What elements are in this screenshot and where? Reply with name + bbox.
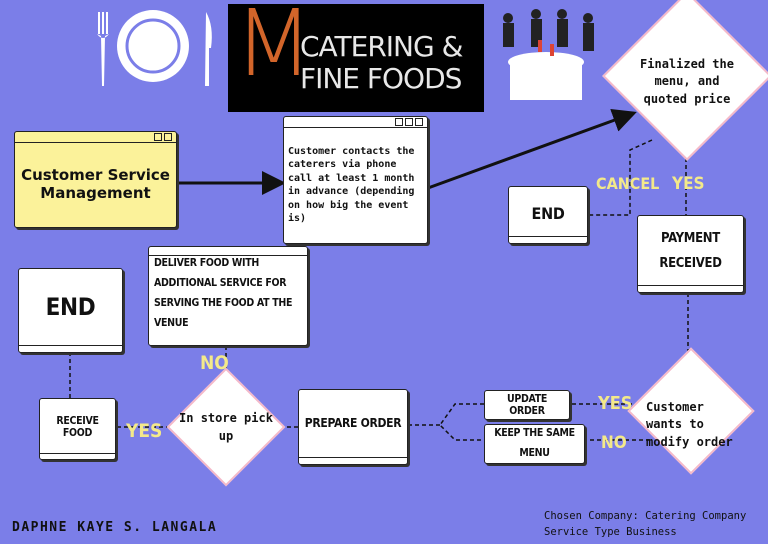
logo-line2: FINE FOODS	[300, 62, 462, 95]
decision-instore-label: In store pick up	[179, 411, 273, 443]
decision-finalized-label: Finalized the menu, and quoted price	[640, 56, 734, 106]
label-yes-payment: YES	[672, 174, 705, 194]
node-end-top: END	[508, 186, 588, 244]
waiters-illustration	[503, 9, 594, 100]
line-cancel-to-end	[588, 139, 653, 216]
label-cancel: CANCEL	[596, 174, 660, 193]
author-name: DAPHNE KAYE S. LANGALA	[12, 520, 218, 535]
node-receive-food: RECEIVE FOOD	[39, 398, 116, 460]
company-logo: M CATERING & FINE FOODS	[228, 0, 484, 112]
logo-letter: M	[234, 0, 314, 97]
logo-line1: CATERING &	[300, 30, 463, 63]
line-options-to-prepare	[439, 403, 484, 441]
arrow-contact-to-finalized	[427, 108, 637, 190]
label-yes-receive: YES	[126, 420, 163, 442]
node-prepare-order: PREPARE ORDER	[298, 389, 408, 465]
node-deliver-label: DELIVER FOOD WITH ADDITIONAL SERVICE FOR…	[154, 257, 293, 329]
node-receive-label: RECEIVE FOOD	[56, 415, 99, 439]
node-payment-received: PAYMENT RECEIVED	[637, 215, 744, 293]
node-update-order: UPDATE ORDER	[484, 390, 570, 420]
node-contact-label: Customer contacts the caterers via phone…	[288, 145, 415, 225]
plate-cutlery-icon	[97, 10, 212, 86]
decision-modify-label: Customer wants to modify order	[646, 399, 733, 449]
node-end-left: END	[18, 268, 123, 353]
node-update-label: UPDATE ORDER	[506, 393, 548, 417]
company-caption: Chosen Company: Catering Company	[544, 510, 747, 522]
node-payment-label: PAYMENT RECEIVED	[659, 231, 722, 271]
window-bar	[284, 117, 427, 128]
node-keep-same-menu: KEEP THE SAME MENU	[484, 424, 585, 464]
business-type-caption: Service Type Business	[544, 526, 677, 538]
label-no-keep: NO	[601, 433, 627, 453]
window-bar	[15, 132, 176, 143]
node-keep-label: KEEP THE SAME MENU	[494, 427, 575, 459]
node-prepare-label: PREPARE ORDER	[304, 416, 402, 430]
label-no-instore: NO	[200, 352, 229, 374]
node-end-left-label: END	[45, 292, 96, 321]
node-end-top-label: END	[531, 203, 565, 223]
label-yes-update: YES	[598, 393, 633, 414]
node-csm-label: Customer Service Management	[21, 165, 170, 202]
node-customer-contacts: Customer contacts the caterers via phone…	[283, 116, 428, 244]
node-customer-service-management: Customer Service Management	[14, 131, 177, 228]
node-deliver-food: DELIVER FOOD WITH ADDITIONAL SERVICE FOR…	[148, 246, 308, 346]
